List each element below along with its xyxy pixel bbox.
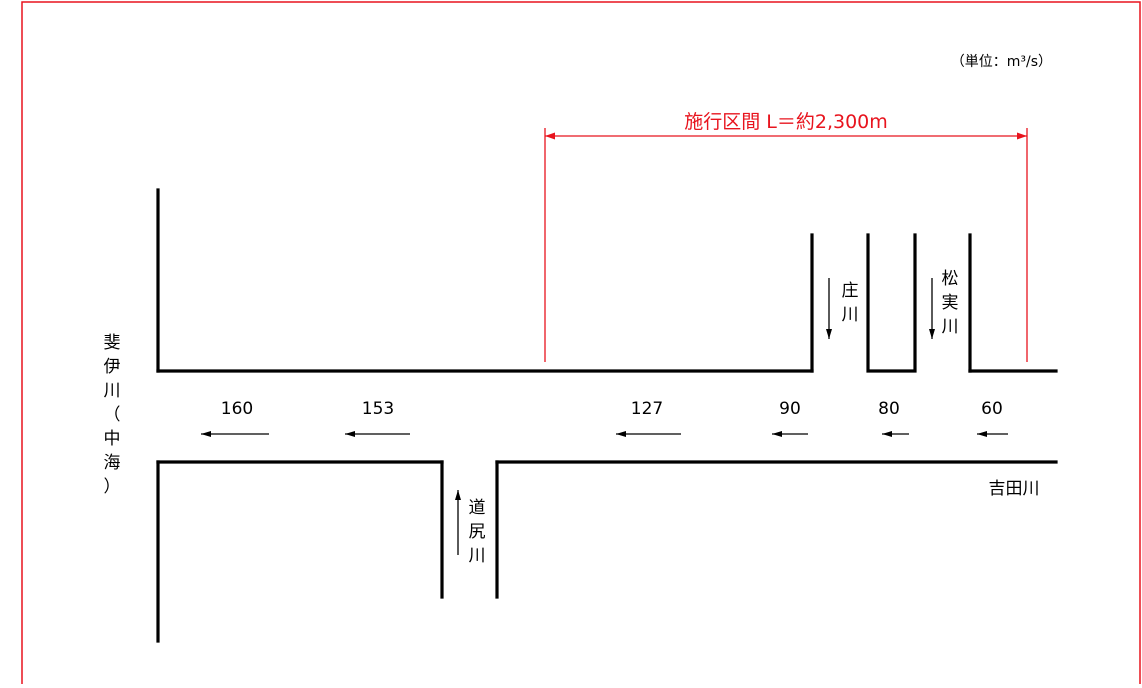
tributary-doujiri: 道 尻 川 bbox=[455, 490, 486, 566]
outlet-char: 伊 bbox=[104, 357, 121, 377]
main-river-name: 吉田川 bbox=[989, 479, 1040, 499]
unit-label: （単位：m³/s） bbox=[951, 54, 1052, 70]
tributary-matsuzane: 松 実 川 bbox=[929, 269, 959, 339]
flow-value: 127 bbox=[631, 399, 663, 419]
outlet-char: （ bbox=[104, 405, 121, 425]
flow-value: 153 bbox=[362, 399, 394, 419]
flow-value: 90 bbox=[779, 399, 801, 419]
outlet-char: 斐 bbox=[104, 333, 121, 353]
section-label: 施行区間 L＝約2,300m bbox=[684, 111, 888, 133]
tributary-shou: 庄 川 bbox=[826, 278, 859, 339]
upper-bank-between bbox=[866, 233, 917, 373]
outlet-char: 川 bbox=[104, 381, 121, 401]
tributary-char: 庄 bbox=[842, 281, 859, 301]
tributary-char: 川 bbox=[469, 546, 486, 566]
tributary-char: 道 bbox=[469, 498, 486, 518]
tributary-char: 松 bbox=[942, 269, 959, 289]
outlet-char: ） bbox=[104, 477, 121, 497]
tributary-char: 川 bbox=[842, 305, 859, 325]
river-channel bbox=[156, 188, 1058, 643]
outlet-char: 海 bbox=[104, 453, 121, 473]
tributary-char: 尻 bbox=[469, 522, 486, 542]
flow-value: 60 bbox=[981, 399, 1003, 419]
outlet-char: 中 bbox=[104, 429, 121, 449]
construction-section: 施行区間 L＝約2,300m bbox=[544, 111, 1028, 362]
flow-values: 160 153 127 90 80 60 bbox=[201, 399, 1008, 437]
flow-value: 160 bbox=[221, 399, 253, 419]
outlet-river-name: 斐 伊 川 （ 中 海 ） bbox=[104, 333, 121, 497]
page-border bbox=[21, 1, 1141, 688]
tributary-char: 川 bbox=[942, 317, 959, 337]
tributary-char: 実 bbox=[942, 293, 959, 313]
flow-value: 80 bbox=[878, 399, 900, 419]
